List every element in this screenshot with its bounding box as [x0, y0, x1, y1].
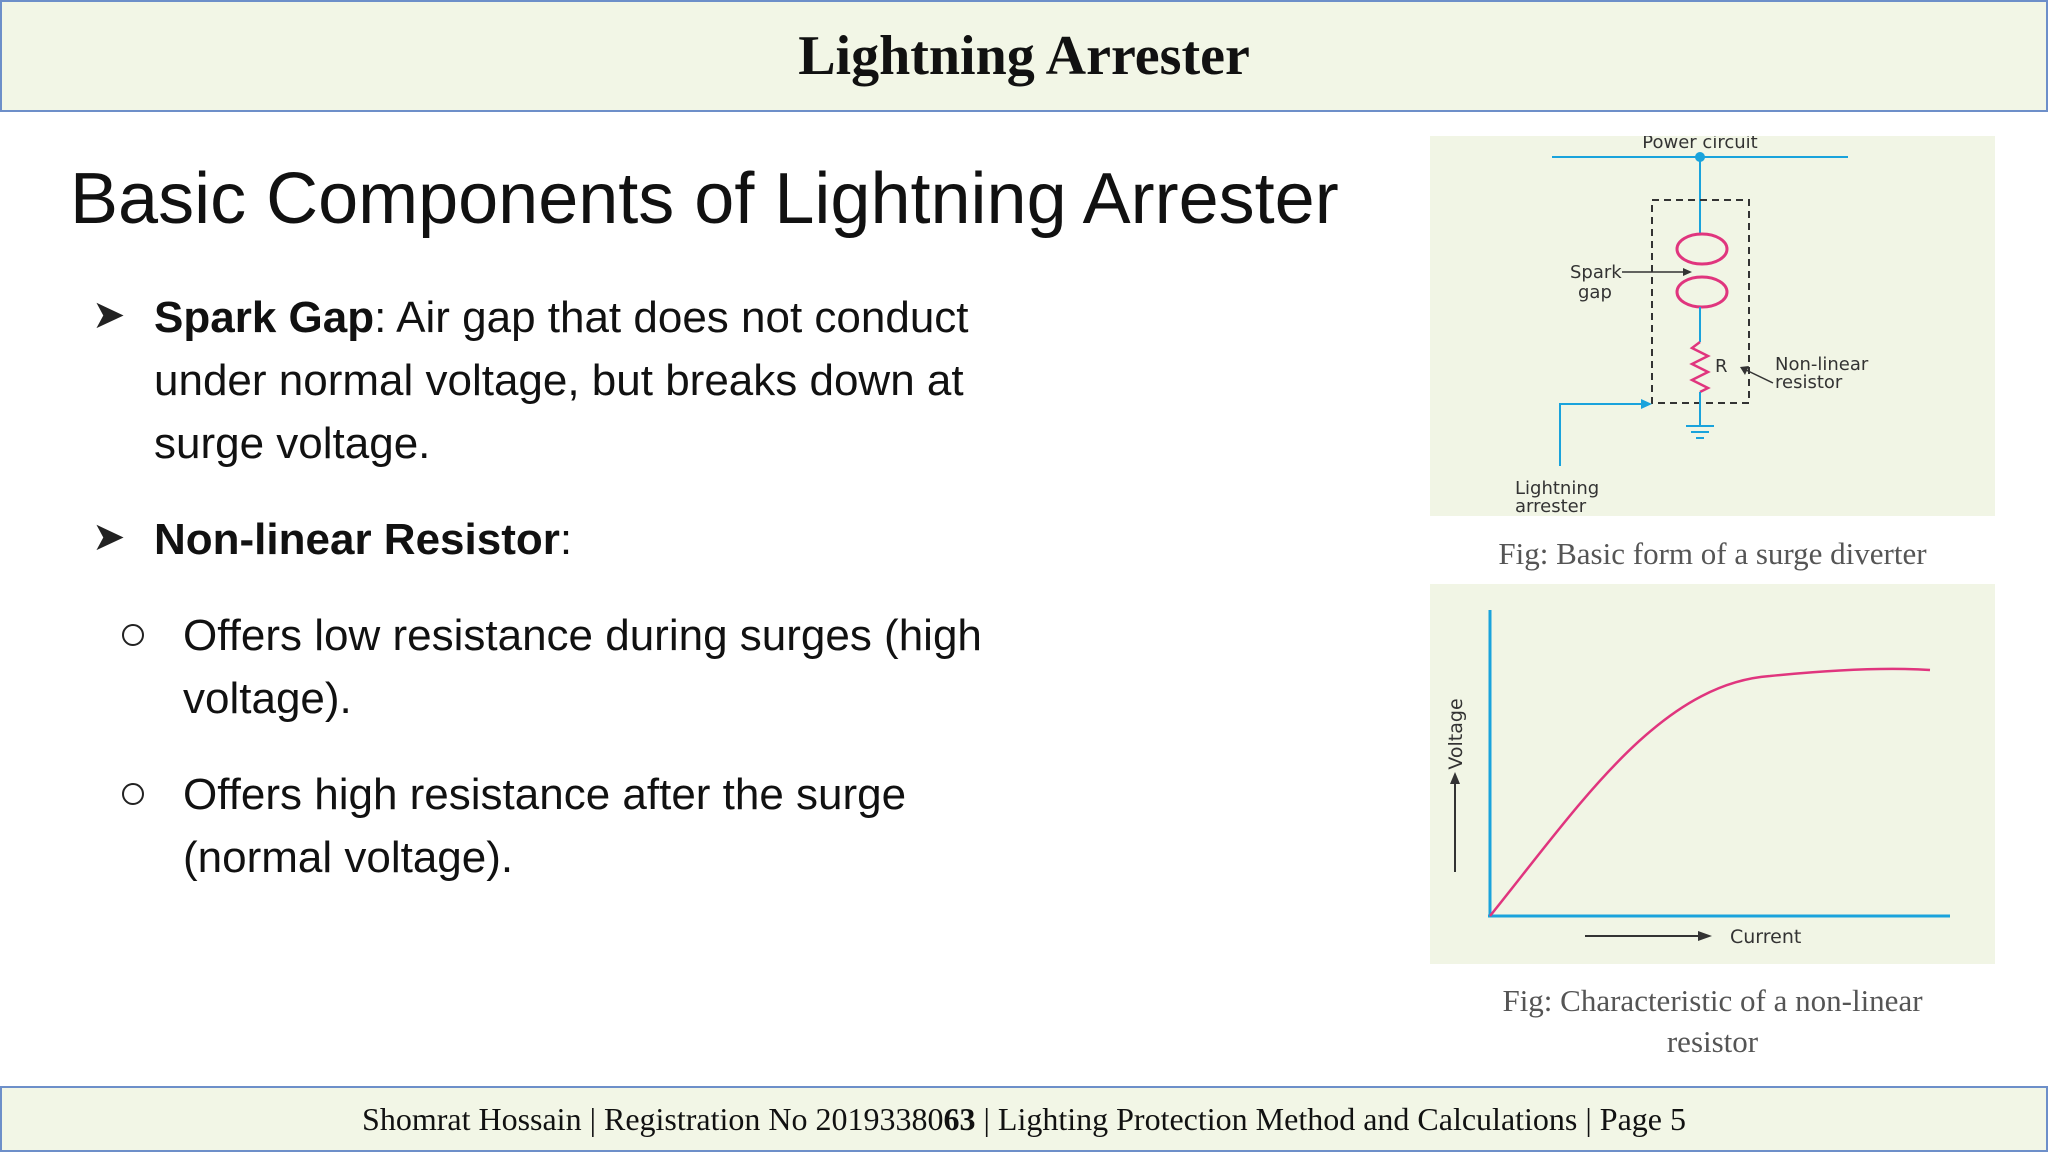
arrow-head-icon [1698, 931, 1712, 941]
label-lightning: Lightning [1515, 478, 1599, 499]
vi-characteristic-chart: Voltage Current [1445, 610, 1950, 948]
arrester-lead-line [1559, 403, 1644, 466]
circle-bullet-icon [122, 624, 144, 646]
bullet-spark-gap-line2: under normal voltage, but breaks down at [154, 356, 964, 405]
vi-curve [1489, 667, 1931, 917]
spark-gap-electrode-bottom [1675, 275, 1729, 309]
term-separator: : [374, 293, 387, 342]
arrow-bullet-icon: ➤ [92, 293, 126, 337]
footer-text-post: | Lighting Protection Method and Calcula… [975, 1100, 1686, 1137]
bullet-nonlinear-resistor: Non-linear Resistor: [154, 508, 572, 571]
term-nonlinear-resistor: Non-linear Resistor [154, 515, 560, 564]
figure2-caption: Fig: Characteristic of a non-linear resi… [1430, 980, 1995, 1062]
surge-diverter-diagram: Power circuit Spark gap R Non-linear res… [1515, 132, 1869, 517]
figure-vi-characteristic: Voltage Current [1430, 584, 1995, 964]
bullet-spark-gap-line3: surge voltage. [154, 419, 431, 468]
sub-bullet-low-resistance: Offers low resistance during surges (hig… [183, 604, 982, 730]
sub-bullet-line: Offers high resistance after the surge [183, 770, 907, 819]
sub-bullet-line: (normal voltage). [183, 833, 514, 882]
arrow-head-icon [1641, 399, 1652, 409]
footer-text-bold: 63 [943, 1100, 976, 1137]
figure2-caption-line2: resistor [1666, 1024, 1759, 1059]
label-gap: gap [1578, 282, 1612, 303]
circle-bullet-icon [122, 783, 144, 805]
label-resistor: resistor [1775, 372, 1843, 393]
arrow-head-icon [1740, 366, 1749, 375]
bullet-spark-gap-line1: Spark Gap: Air gap that does not conduct [154, 286, 969, 349]
arrow-head-icon [1683, 268, 1692, 276]
sub-bullet-line: Offers low resistance during surges (hig… [183, 611, 982, 660]
resistor-pointer [1745, 369, 1774, 384]
bullet-text: Air gap that does not conduct [386, 293, 969, 342]
figure1-caption: Fig: Basic form of a surge diverter [1498, 536, 1927, 571]
header-title: Lightning Arrester [798, 25, 1250, 87]
figure2-caption-line1: Fig: Characteristic of a non-linear [1502, 983, 1923, 1018]
arrow-bullet-icon: ➤ [92, 515, 126, 559]
bullet-spark-gap: Spark Gap: Air gap that does not conduct… [154, 286, 969, 475]
label-spark: Spark [1570, 262, 1622, 283]
figure-surge-diverter: Power circuit Spark gap R Non-linear res… [1430, 132, 1995, 517]
slide-title: Basic Components of Lightning Arrester [70, 159, 1339, 239]
arrow-head-icon [1450, 772, 1460, 784]
header-bar: Lightning Arrester [0, 0, 2048, 112]
label-nonlinear: Non-linear [1775, 354, 1869, 375]
footer-text-pre: Shomrat Hossain | Registration No 201933… [362, 1100, 944, 1137]
term-separator: : [559, 515, 573, 564]
sub-bullet-line: voltage). [183, 674, 352, 723]
footer-bar: Shomrat Hossain | Registration No 201933… [0, 1086, 2048, 1152]
resistor-zigzag [1689, 341, 1711, 394]
term-spark-gap: Spark Gap [154, 293, 375, 342]
sub-bullet-high-resistance: Offers high resistance after the surge (… [183, 763, 906, 889]
spark-gap-electrode-top [1675, 232, 1729, 266]
label-arrester: arrester [1515, 496, 1587, 516]
label-power-circuit: Power circuit [1642, 136, 1757, 153]
y-axis-label: Voltage [1445, 698, 1467, 769]
x-axis-label: Current [1730, 926, 1801, 948]
label-r: R [1715, 356, 1728, 377]
